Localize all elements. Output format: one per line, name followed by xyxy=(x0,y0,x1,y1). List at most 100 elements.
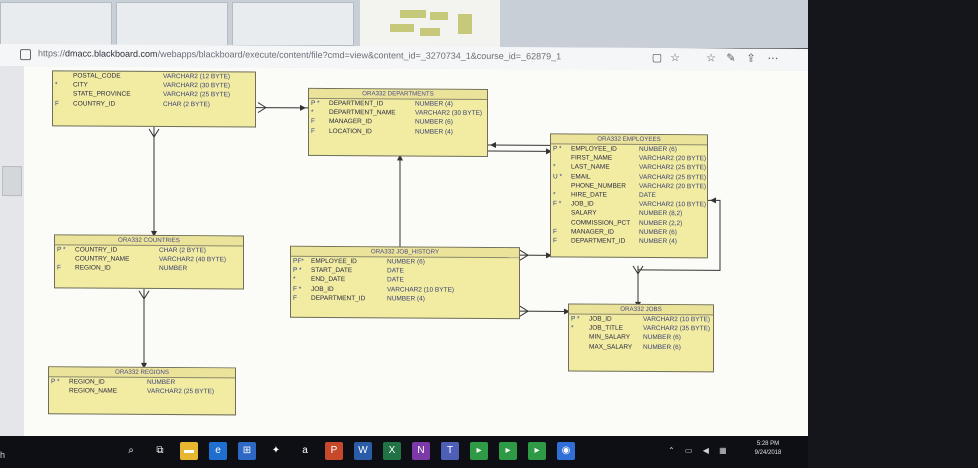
column-key: P * xyxy=(51,378,60,386)
task-view-icon[interactable]: ⧉ xyxy=(151,442,169,460)
favorite-star-icon[interactable]: ☆ xyxy=(670,52,680,65)
clock-date: 9/24/2018 xyxy=(754,450,782,456)
column-name: SALARY xyxy=(571,209,597,217)
app-green-3-icon[interactable]: ▸ xyxy=(528,442,546,460)
window-thumbnail xyxy=(116,2,228,46)
side-label: h xyxy=(0,450,6,460)
left-panel-edge xyxy=(0,66,25,437)
column-key: F xyxy=(311,127,315,135)
column-name: HIRE_DATE xyxy=(571,191,607,199)
store-icon[interactable]: ⊞ xyxy=(238,442,256,460)
taskbar-clock[interactable]: 5:28 PM 9/24/2018 xyxy=(744,440,792,458)
column-name: JOB_TITLE xyxy=(589,324,623,332)
column-name: STATE_PROVINCE xyxy=(73,90,131,99)
excel-icon[interactable]: X xyxy=(383,442,401,460)
column-name: JOB_ID xyxy=(589,315,612,323)
column-name: DEPARTMENT_ID xyxy=(329,100,384,108)
column-type: NUMBER xyxy=(159,265,188,273)
column-type: CHAR (2 BYTE) xyxy=(159,246,206,255)
column-key: F xyxy=(553,228,557,236)
column-key: F xyxy=(57,264,61,272)
column-type: VARCHAR2 (35 BYTE) xyxy=(643,325,711,333)
column-type: VARCHAR2 (10 BYTE) xyxy=(643,315,711,324)
column-type: VARCHAR2 (12 BYTE) xyxy=(163,72,231,81)
column-name: MAX_SALARY xyxy=(589,343,633,351)
column-name: END_DATE xyxy=(311,276,346,284)
column-name: COUNTRY_ID xyxy=(73,100,116,108)
column-name: JOB_ID xyxy=(311,285,334,293)
column-key: F xyxy=(553,237,557,245)
share-icon[interactable]: ⇪ xyxy=(746,52,756,65)
column-name: PHONE_NUMBER xyxy=(571,182,626,190)
column-type: NUMBER (4) xyxy=(415,128,453,136)
edge-icon[interactable]: e xyxy=(209,442,227,460)
column-row: MAX_SALARY NUMBER (6) xyxy=(569,342,713,352)
chrome-icon[interactable]: ◉ xyxy=(557,442,575,460)
column-key: F * xyxy=(293,285,302,293)
column-key: PF* xyxy=(293,257,304,265)
column-key: P * xyxy=(57,246,66,254)
column-name: EMAIL xyxy=(571,173,591,181)
word-icon[interactable]: W xyxy=(354,442,372,460)
amazon-icon[interactable]: a xyxy=(296,442,314,460)
column-type: NUMBER (6) xyxy=(643,334,681,342)
column-name: START_DATE xyxy=(311,267,353,275)
clock-time: 5:28 PM xyxy=(756,441,780,447)
column-name: POSTAL_CODE xyxy=(73,72,121,80)
column-key: * xyxy=(571,324,574,332)
column-type: CHAR (2 BYTE) xyxy=(163,100,210,108)
more-icon[interactable]: ⋯ xyxy=(767,52,779,65)
monitor-screen: https://dmacc.blackboard.com/webapps/bla… xyxy=(0,44,808,441)
column-type: VARCHAR2 (10 BYTE) xyxy=(639,201,707,209)
column-type: VARCHAR2 (20 BYTE) xyxy=(639,182,707,191)
column-key: F xyxy=(293,294,297,302)
column-key: F * xyxy=(553,200,562,208)
app-green-2-icon[interactable]: ▸ xyxy=(499,442,517,460)
url-text[interactable]: https://dmacc.blackboard.com/webapps/bla… xyxy=(38,48,562,62)
column-name: REGION_ID xyxy=(75,264,111,273)
favorites-icon[interactable]: ☆ xyxy=(706,52,716,65)
reading-view-icon[interactable]: ▢ xyxy=(651,51,663,65)
system-tray[interactable]: ⌃ ▭ ◀ ▦ xyxy=(668,446,731,455)
column-type: NUMBER (4) xyxy=(387,295,425,303)
column-name: DEPARTMENT_NAME xyxy=(329,109,396,117)
column-name: DEPARTMENT_ID xyxy=(571,237,626,245)
powerpoint-icon[interactable]: P xyxy=(325,442,343,460)
window-thumbnail xyxy=(232,2,354,46)
column-type: VARCHAR2 (25 BYTE) xyxy=(163,91,231,99)
app-green-1-icon[interactable]: ▸ xyxy=(470,442,488,460)
column-row: F REGION_ID NUMBER xyxy=(55,264,243,274)
column-type: DATE xyxy=(387,267,404,275)
dropbox-icon[interactable]: ✦ xyxy=(267,442,285,460)
search-icon[interactable]: ⌕ xyxy=(122,442,140,460)
column-type: NUMBER (2,2) xyxy=(639,219,683,227)
column-type: NUMBER (4) xyxy=(415,100,453,108)
file-explorer-icon[interactable]: ▬ xyxy=(180,442,198,460)
notes-icon[interactable]: ✎ xyxy=(726,52,736,65)
column-key: P * xyxy=(293,266,302,275)
column-type: NUMBER (6) xyxy=(639,145,677,154)
column-type: DATE xyxy=(639,191,656,199)
column-key: F xyxy=(311,118,315,126)
onenote-icon[interactable]: N xyxy=(412,442,430,460)
column-type: NUMBER (6) xyxy=(643,343,681,351)
teams-icon[interactable]: T xyxy=(441,442,459,460)
column-type: DATE xyxy=(387,276,404,284)
column-name: JOB_ID xyxy=(571,200,594,208)
